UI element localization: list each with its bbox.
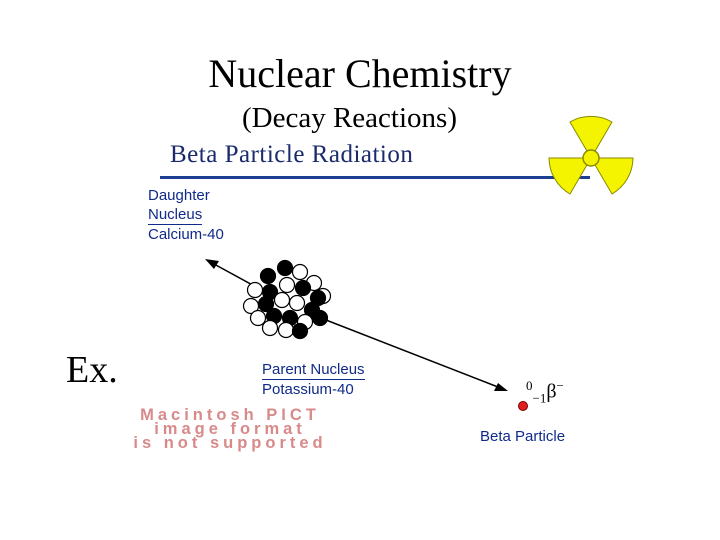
beta-atomic-number: −1 <box>532 390 547 406</box>
page-subtitle: (Decay Reactions) <box>242 102 457 134</box>
beta-particle-label: Beta Particle <box>480 428 566 445</box>
parent-label-line1: Parent Nucleus <box>262 361 365 380</box>
pict-line1: Macintosh PICT <box>140 406 320 424</box>
pict-placeholder: Macintosh PICT image format is not suppo… <box>80 406 380 452</box>
pict-line3: is not supported <box>133 434 327 452</box>
beta-notation: 0−1β− <box>526 378 564 407</box>
beta-charge: − <box>556 378 564 393</box>
beta-mass-number: 0 <box>526 378 533 393</box>
daughter-label-line3: Calcium-40 <box>148 226 224 243</box>
beta-particle-icon <box>518 401 528 411</box>
daughter-label-line2: Nucleus <box>148 206 203 225</box>
daughter-label-line1: Daughter <box>148 187 210 204</box>
example-label: Ex. <box>66 349 118 391</box>
pict-line2: image format <box>154 420 306 438</box>
daughter-nucleus-label: Daughter Nucleus Calcium-40 <box>148 186 224 244</box>
section-title: Beta Particle Radiation <box>170 141 414 168</box>
beta-symbol: β <box>546 380 557 403</box>
radiation-symbol-icon <box>548 115 634 195</box>
beta-trajectory-line <box>325 319 508 391</box>
parent-nucleus-label: Parent Nucleus Potassium-40 <box>262 360 365 399</box>
parent-label-line2: Potassium-40 <box>262 381 354 398</box>
page-title: Nuclear Chemistry <box>208 51 512 96</box>
section-rule <box>160 176 590 179</box>
nucleus-icon <box>242 259 332 340</box>
